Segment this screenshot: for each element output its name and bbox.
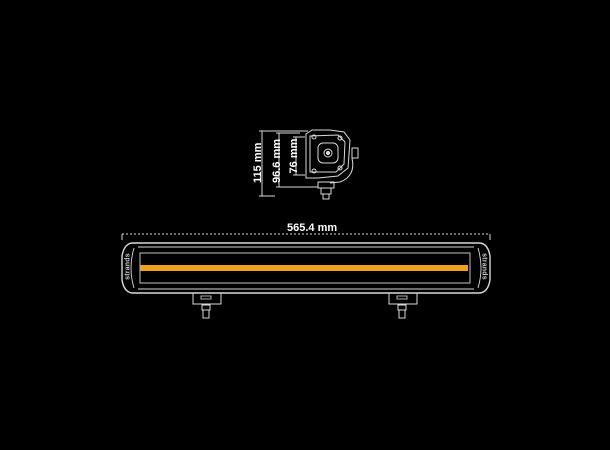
side-profile-view: [259, 129, 359, 200]
brand-logo-left: strands: [124, 253, 132, 280]
height-mid-dimension-label: 96.6 mm: [271, 138, 283, 184]
amber-light-strip: [140, 265, 468, 271]
height-body-dimension-label: 76 mm: [288, 138, 300, 174]
brand-logo-right: strands: [480, 253, 488, 280]
width-dimension-label: 565.4 mm: [287, 222, 338, 234]
height-total-dimension-label: 115 mm: [252, 142, 264, 183]
front-view: [121, 233, 491, 319]
